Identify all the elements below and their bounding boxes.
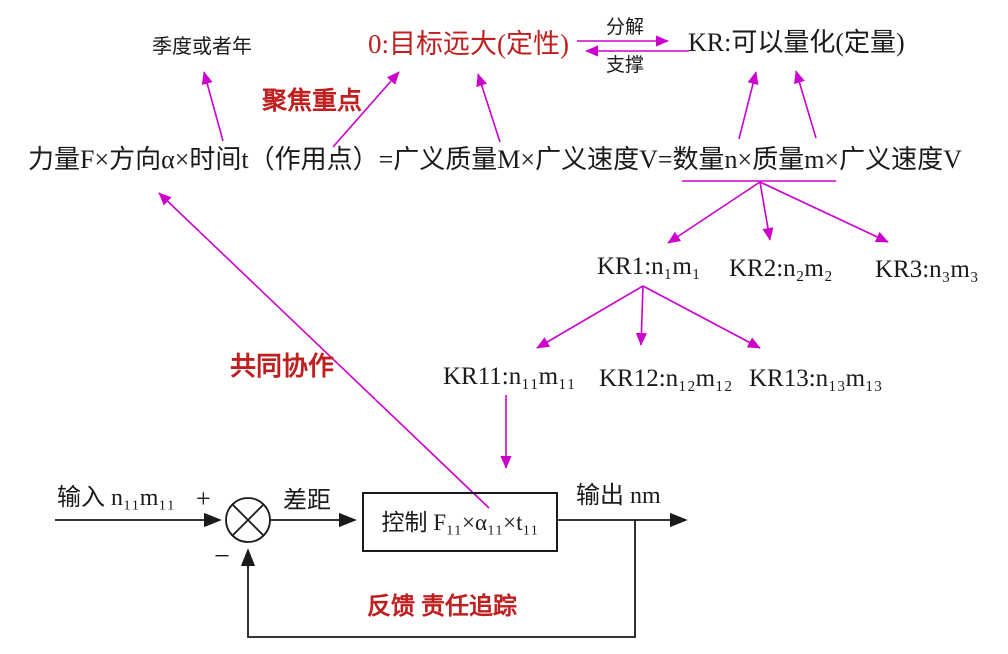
feedback-line bbox=[240, 520, 636, 638]
control-box-label: 控制 F₁₁×α₁₁×t₁₁ bbox=[381, 509, 539, 535]
summing-cross-2 bbox=[231, 503, 265, 537]
gap-label: 差距 bbox=[283, 488, 331, 514]
branch-to-kr3 bbox=[759, 181, 889, 243]
focus-label: 聚焦重点 bbox=[262, 88, 363, 115]
main-formula: 力量F×方向α×时间t（作用点）=广义质量M×广义速度V=数量n×质量m×广义速… bbox=[28, 147, 962, 173]
kr2-label: KR2:n₂m₂ bbox=[729, 255, 833, 282]
branch-kr1-to-kr11 bbox=[536, 285, 644, 349]
arrow-formula-to-objective-right bbox=[476, 73, 501, 143]
kr11-label: KR11:n₁₁m₁₁ bbox=[443, 363, 576, 390]
branch-kr1-to-kr13 bbox=[642, 285, 761, 349]
arrow-formula-to-objective-left bbox=[332, 71, 400, 148]
period-label: 季度或者年 bbox=[152, 36, 252, 58]
input-label: 输入 n₁₁m₁₁ bbox=[57, 485, 176, 511]
kr13-label: KR13:n₁₃m₁₃ bbox=[749, 365, 883, 392]
collaboration-label: 共同协作 bbox=[230, 352, 335, 381]
plus-sign: + bbox=[196, 484, 211, 513]
arrow-mass-to-kr bbox=[794, 70, 817, 139]
support-label: 支撑 bbox=[606, 55, 645, 76]
branch-to-kr2 bbox=[759, 181, 774, 241]
branch-kr1-to-kr12 bbox=[635, 285, 648, 346]
minus-sign: − bbox=[214, 541, 230, 572]
key-result-label: KR:可以量化(定量) bbox=[688, 28, 905, 57]
formula-underlined-segment: 数量n×质量m bbox=[672, 145, 825, 174]
feedback-label: 反馈 责任追踪 bbox=[367, 594, 517, 620]
arrow-collaboration-diagonal bbox=[158, 192, 490, 509]
branch-to-kr1 bbox=[667, 181, 761, 244]
formula-segment-2: ×广义速度V bbox=[824, 145, 962, 174]
formula-segment-1: 力量F×方向α×时间t（作用点）=广义质量M×广义速度V= bbox=[28, 145, 673, 174]
control-box: 控制 F₁₁×α₁₁×t₁₁ bbox=[362, 492, 558, 552]
kr12-label: KR12:n₁₂m₁₂ bbox=[599, 365, 733, 392]
arrow-formula-to-period bbox=[201, 71, 224, 142]
output-label: 输出 nm bbox=[576, 483, 661, 509]
arrow-quantity-to-kr bbox=[738, 71, 759, 140]
decompose-label: 分解 bbox=[606, 17, 645, 38]
objective-label: 0:目标远大(定性) bbox=[368, 29, 569, 59]
kr1-label: KR1:n₁m₁ bbox=[597, 253, 701, 280]
kr3-label: KR3:n₃m₃ bbox=[875, 256, 979, 283]
